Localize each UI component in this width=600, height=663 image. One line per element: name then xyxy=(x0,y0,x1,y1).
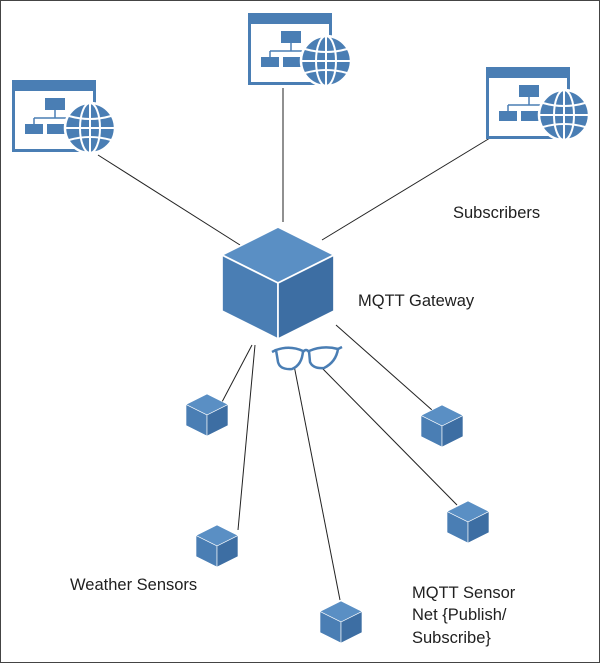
edge-sensor-3 xyxy=(291,354,341,601)
sensor-node-4 xyxy=(447,500,489,544)
sensor-node-5 xyxy=(421,404,463,448)
sensor-node-1 xyxy=(186,393,228,437)
web-app-icon xyxy=(486,67,591,142)
glasses-icon xyxy=(271,345,343,371)
edge-sensor-1 xyxy=(221,344,253,403)
sensor-cube-icon xyxy=(186,393,228,437)
edge-sensor-2 xyxy=(237,344,256,531)
web-app-icon xyxy=(12,80,117,155)
subscriber-top xyxy=(248,13,353,88)
connections xyxy=(97,88,491,601)
web-app-icon xyxy=(248,13,353,88)
weather-sensors-label: Weather Sensors xyxy=(70,576,197,594)
edge-subscriber-left xyxy=(97,154,241,246)
sensor-net-label-line1: MQTT Sensor xyxy=(412,584,516,602)
sensor-net-label-line2: Net {Publish/ xyxy=(412,606,507,624)
gateway-label: MQTT Gateway xyxy=(358,292,475,310)
subscribers-label: Subscribers xyxy=(453,204,540,222)
subscriber-right xyxy=(486,67,591,142)
sensor-node-2 xyxy=(196,524,238,568)
subscriber-left xyxy=(12,80,117,155)
sensor-cube-icon xyxy=(421,404,463,448)
edge-subscriber-right xyxy=(321,137,491,241)
sensor-net-label-line3: Subscribe} xyxy=(412,629,491,647)
edge-sensor-4 xyxy=(321,367,458,506)
sensor-cube-icon xyxy=(196,524,238,568)
sensor-cube-icon xyxy=(447,500,489,544)
sensor-cube-icon xyxy=(320,600,362,644)
sensor-node-3 xyxy=(320,600,362,644)
edge-sensor-5 xyxy=(335,324,433,411)
